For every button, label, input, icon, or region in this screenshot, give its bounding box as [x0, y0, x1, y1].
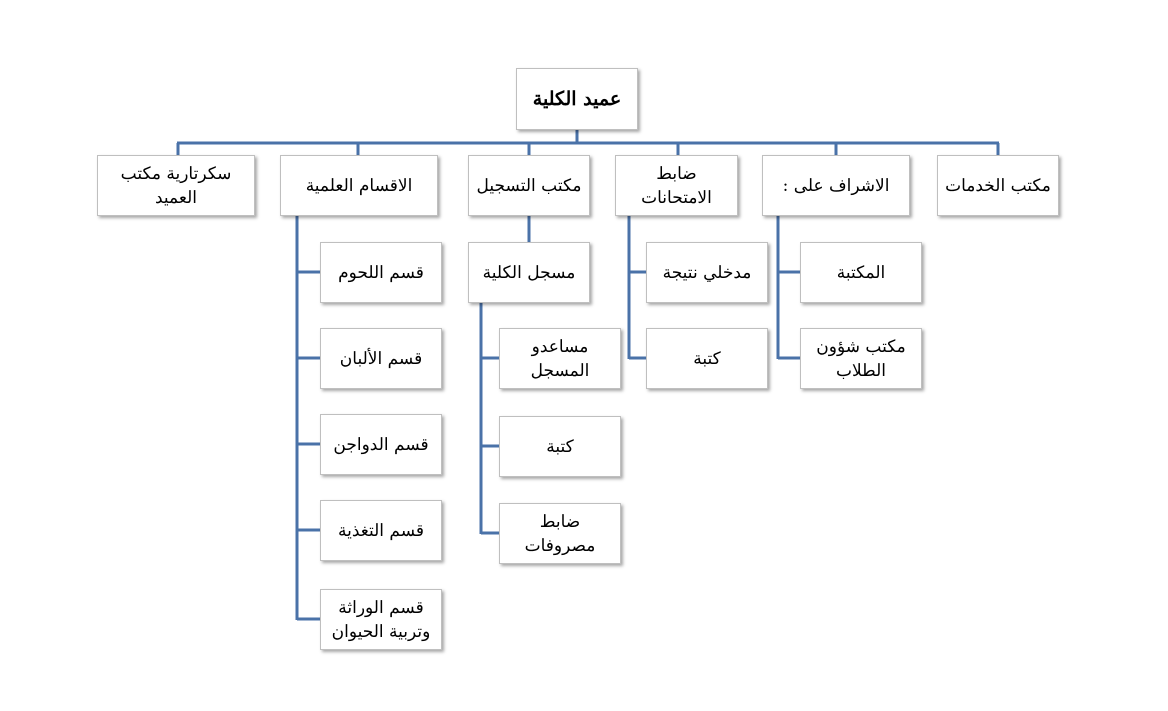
- node-registration-office: مكتب التسجيل: [468, 155, 590, 216]
- node-exam-clerks: كتبة: [646, 328, 768, 389]
- node-result-entry: مدخلي نتيجة: [646, 242, 768, 303]
- node-assistant-registrars: مساعدو المسجل: [499, 328, 621, 389]
- node-dean: عميد الكلية: [516, 68, 638, 130]
- node-supervision: الاشراف على :: [762, 155, 910, 216]
- node-services-office: مكتب الخدمات: [937, 155, 1059, 216]
- node-dept-genetics: قسم الوراثة وتربية الحيوان: [320, 589, 442, 650]
- node-dept-nutrition: قسم التغذية: [320, 500, 442, 561]
- node-dept-meat: قسم اللحوم: [320, 242, 442, 303]
- node-exams-officer: ضابط الامتحانات: [615, 155, 738, 216]
- node-dept-poultry: قسم الدواجن: [320, 414, 442, 475]
- node-college-registrar: مسجل الكلية: [468, 242, 590, 303]
- node-scientific-departments: الاقسام العلمية: [280, 155, 438, 216]
- node-expenses-officer: ضابط مصروفات: [499, 503, 621, 564]
- node-dept-dairy: قسم الألبان: [320, 328, 442, 389]
- node-library: المكتبة: [800, 242, 922, 303]
- node-dean-secretary: سكرتارية مكتب العميد: [97, 155, 255, 216]
- node-registration-clerks: كتبة: [499, 416, 621, 477]
- node-student-affairs: مكتب شؤون الطلاب: [800, 328, 922, 389]
